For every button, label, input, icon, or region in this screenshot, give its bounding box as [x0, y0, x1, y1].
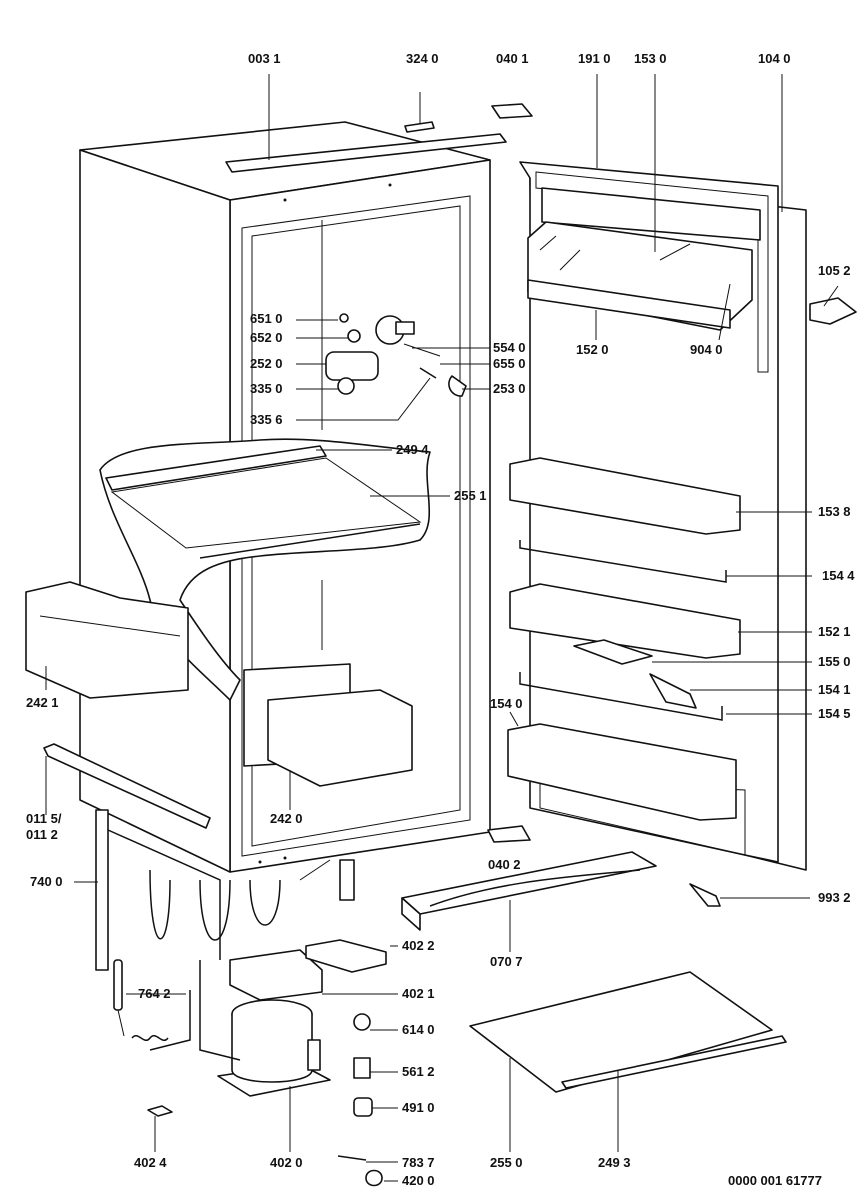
label-420-0: 420 0	[402, 1173, 435, 1188]
label-614-0: 614 0	[402, 1022, 435, 1037]
label-402-2: 402 2	[402, 938, 435, 953]
label-335-0: 335 0	[250, 381, 283, 396]
label-040-1: 040 1	[496, 51, 529, 66]
label-153-8: 153 8	[818, 504, 851, 519]
condenser	[95, 809, 355, 971]
label-105-2: 105 2	[818, 263, 851, 278]
label-003-1: 003 1	[248, 51, 281, 66]
label-153-0: 153 0	[634, 51, 667, 66]
label-554-0: 554 0	[493, 340, 526, 355]
label-154-0: 154 0	[490, 696, 523, 711]
label-011-2: 011 2	[26, 827, 58, 842]
label-561-2: 561 2	[402, 1064, 435, 1079]
label-249-4: 249 4	[396, 442, 429, 457]
label-324-0: 324 0	[406, 51, 439, 66]
label-154-4: 154 4	[822, 568, 855, 583]
label-993-2: 993 2	[818, 890, 851, 905]
label-740-0: 740 0	[30, 874, 63, 889]
label-655-0: 655 0	[493, 356, 526, 371]
label-249-3: 249 3	[598, 1155, 631, 1170]
label-152-1: 152 1	[818, 624, 851, 639]
label-402-1: 402 1	[402, 986, 435, 1001]
label-104-0: 104 0	[758, 51, 791, 66]
label-652-0: 652 0	[250, 330, 283, 345]
door	[487, 103, 807, 871]
document-id: 0000 001 61777	[728, 1173, 822, 1188]
label-070-7: 070 7	[490, 954, 523, 969]
label-242-0: 242 0	[270, 811, 303, 826]
label-155-0: 155 0	[818, 654, 851, 669]
compressor	[149, 960, 331, 1097]
label-253-0: 253 0	[493, 381, 526, 396]
label-154-5: 154 5	[818, 706, 851, 721]
label-764-2: 764 2	[138, 986, 171, 1001]
label-011-5: 011 5/	[26, 811, 62, 826]
thermostat-group	[325, 313, 467, 397]
label-191-0: 191 0	[578, 51, 611, 66]
leader-lines	[45, 74, 839, 1182]
label-242-1: 242 1	[26, 695, 59, 710]
label-255-1: 255 1	[454, 488, 487, 503]
label-252-0: 252 0	[250, 356, 283, 371]
label-783-7: 783 7	[402, 1155, 435, 1170]
label-255-0: 255 0	[490, 1155, 523, 1170]
label-904-0: 904 0	[690, 342, 723, 357]
label-154-1: 154 1	[818, 682, 851, 697]
label-402-0: 402 0	[270, 1155, 303, 1170]
label-040-2: 040 2	[488, 857, 521, 872]
label-152-0: 152 0	[576, 342, 609, 357]
label-335-6: 335 6	[250, 412, 283, 427]
label-651-0: 651 0	[250, 311, 283, 326]
label-491-0: 491 0	[402, 1100, 435, 1115]
label-402-4: 402 4	[134, 1155, 167, 1170]
